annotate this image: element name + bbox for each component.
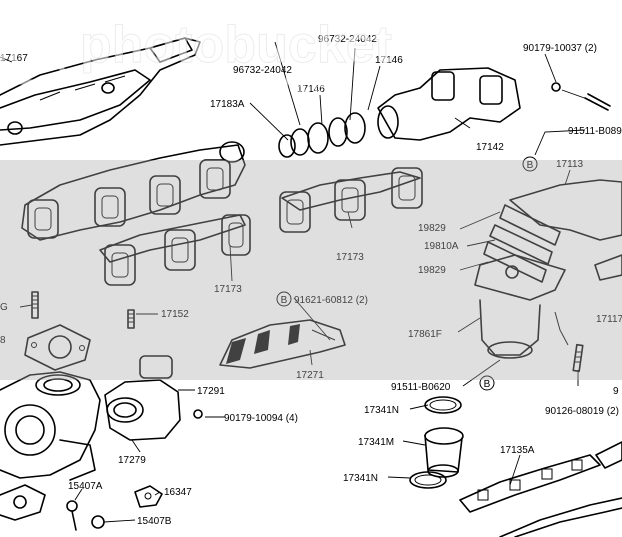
label-17341N-b: 17341N [343,473,378,484]
turbo-outlet-17279 [104,355,203,441]
label-19829-b: 19829 [418,265,446,276]
label-15407B: 15407B [137,516,172,527]
label-19810A: 19810A [424,241,459,252]
label-90126-08019: 90126-08019 (2) [545,406,619,417]
label-17113: 17113 [556,159,584,170]
label-17146-b: 17146 [375,55,403,66]
label-91511-b089: 91511-B089 [568,126,622,137]
hose-clamps [409,396,464,489]
label-91621-60812: 91621-60812 (2) [294,295,368,306]
small-fittings [0,484,163,531]
turbo-elbow-assembly [474,179,622,359]
turbocharger [0,371,101,481]
reference-marker-mid: B [276,291,292,307]
label-17861F: 17861F [408,329,442,340]
gasket-strip-17135A [459,441,622,537]
intake-manifold-17167 [0,37,201,146]
reference-marker-bot: B [479,375,495,391]
label-17291: 17291 [197,386,225,397]
label-16347: 16347 [164,487,192,498]
marker-b-bot: B [484,379,491,390]
label-96732-24042-a: 96732-24042 [233,65,292,76]
stud-studs [31,291,135,329]
label-90179-10094: 90179-10094 (4) [224,413,298,424]
stud-90126 [572,343,584,373]
exhaust-elbow-17142 [278,67,521,158]
label-17183A: 17183A [210,99,245,110]
gasket-17173-right [279,167,423,233]
label-8: 8 [0,335,6,346]
label-9-edge: 9 [613,386,619,397]
label-17167: 17167 [0,53,28,64]
reference-marker-top: B [522,156,538,172]
leader-lines [0,41,591,523]
gasket-17173-left [99,214,251,286]
label-g: G [0,302,8,313]
label-17152: 17152 [161,309,189,320]
label-17117: 17117 [596,314,622,325]
label-17135A: 17135A [500,445,535,456]
label-91511-b0620: 91511-B0620 [391,382,451,393]
label-17279: 17279 [118,455,146,466]
marker-b-top: B [527,160,534,171]
label-17173-a: 17173 [336,252,364,263]
marker-b-mid: B [281,295,288,306]
label-17271: 17271 [296,370,324,381]
label-15407A: 15407A [68,481,103,492]
label-17341N-a: 17341N [364,405,399,416]
label-17146-a: 17146 [297,84,325,95]
heat-insulator-17271 [219,319,346,369]
exhaust-manifold [21,141,246,241]
label-90179-10037: 90179-10037 (2) [523,43,597,54]
flange-gasket [24,324,91,371]
label-96732-24042-b: 96732-24042 [318,34,377,45]
label-19829-a: 19829 [418,223,446,234]
label-17142: 17142 [476,142,504,153]
label-17341M: 17341M [358,437,394,448]
label-17173-b: 17173 [214,284,242,295]
